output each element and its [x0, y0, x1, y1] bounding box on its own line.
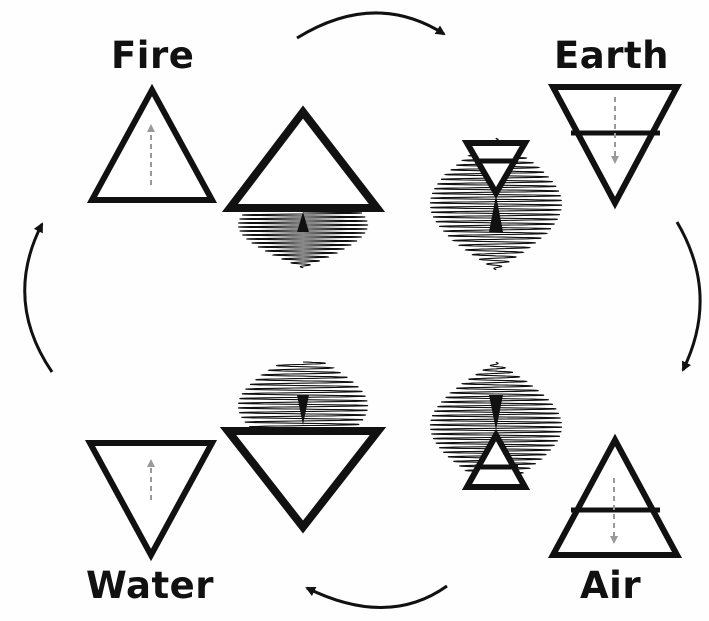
water-symbol-icon: [90, 443, 212, 555]
water-label: Water: [86, 567, 214, 604]
earth-symbol-icon: [553, 87, 677, 203]
arrow-fire-to-earth: [297, 13, 444, 38]
air-symbol-icon: [553, 440, 677, 555]
arrow-water-to-fire: [25, 224, 52, 372]
arrow-air-to-water: [307, 586, 447, 608]
fire-label: Fire: [111, 37, 194, 74]
earth-label: Earth: [554, 37, 669, 74]
fire-symbol-icon: [92, 90, 212, 200]
fire-large-triangle-icon: [230, 112, 377, 232]
air-label: Air: [580, 567, 641, 604]
air-small-triangle-icon: [467, 395, 525, 487]
arrow-earth-to-air: [677, 222, 700, 370]
